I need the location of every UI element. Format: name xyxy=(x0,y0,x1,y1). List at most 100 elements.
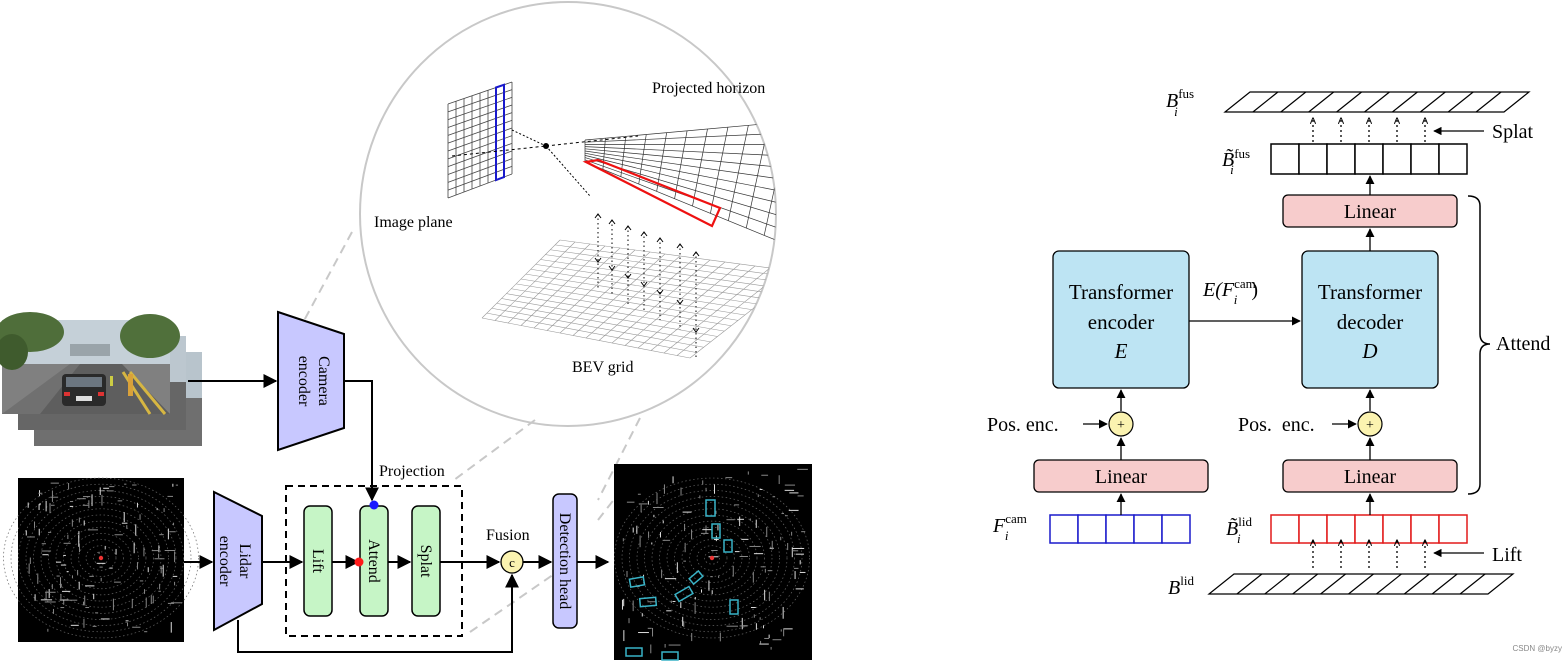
bev-grid-line xyxy=(506,293,725,332)
watermark: CSDN @byzy xyxy=(1513,644,1562,653)
ego-vehicle-dot xyxy=(98,555,104,561)
b-tilde-fus-token xyxy=(1438,143,1468,175)
projection-arrow-up xyxy=(608,219,616,225)
attend-query-dot xyxy=(369,500,379,510)
b-tilde-fus-token xyxy=(1270,143,1300,175)
attend-brace-label: Attend xyxy=(1496,333,1550,355)
b-tilde-fus-token xyxy=(1410,143,1440,175)
encoder-line2: encoder xyxy=(1088,310,1154,334)
bev-grid-line xyxy=(491,307,704,348)
image-plane-line xyxy=(447,89,513,113)
plus-left-symbol: + xyxy=(1117,418,1125,433)
image-plane-line xyxy=(447,104,513,128)
ray xyxy=(545,145,591,197)
inset-connector-left xyxy=(299,231,353,329)
hatch-line xyxy=(1236,573,1263,595)
bev-grid-line xyxy=(481,317,691,359)
b-tilde-lid-token xyxy=(1438,514,1468,544)
bev-grid-line xyxy=(486,312,697,353)
detection-box xyxy=(711,523,721,539)
projection-arrow-down xyxy=(640,281,648,287)
f-cam-token xyxy=(1161,514,1191,544)
inset-connector-mid xyxy=(453,419,536,481)
projection-inset: Projected horizon Image plane BEV grid xyxy=(299,1,830,633)
bev-grid-line xyxy=(598,257,696,341)
lidar-ring xyxy=(25,496,177,620)
lidar-ring xyxy=(629,490,795,627)
f-cam-token xyxy=(1105,514,1135,544)
hatch-line xyxy=(1376,573,1402,595)
b-lid-grid xyxy=(1207,573,1515,595)
attend-brace xyxy=(1467,195,1491,495)
horizon-grid-line xyxy=(800,118,830,250)
hatch-line xyxy=(1264,573,1291,595)
detection-box xyxy=(625,647,643,657)
detection-box xyxy=(723,539,733,553)
lidar-encoder: Lidar encoder xyxy=(213,490,263,632)
horizon-grid-line xyxy=(584,148,776,172)
image-plane-highlight xyxy=(495,83,505,182)
b-tilde-lid-token xyxy=(1354,514,1384,544)
projection-arrow-up xyxy=(676,243,684,249)
horizon-grid-line xyxy=(584,161,776,251)
camera-encoder-line2: encoder xyxy=(295,356,312,407)
b-tilde-fus-tokens xyxy=(1270,143,1468,175)
projection-arrow-up xyxy=(624,225,632,231)
lidar-ring xyxy=(55,520,147,596)
lidar-ring xyxy=(3,477,199,639)
pos-enc-right-label: Pos. enc. xyxy=(1238,414,1315,436)
horizon-grid-line xyxy=(584,152,776,198)
hatch-line xyxy=(1459,573,1486,595)
bev-grid-line xyxy=(624,261,726,346)
f-cam-token xyxy=(1077,514,1107,544)
horizon-grid-line xyxy=(782,120,810,243)
lidar-ring xyxy=(10,483,192,633)
lidar-ring xyxy=(614,477,810,639)
fusion-label: Fusion xyxy=(486,527,530,544)
lidar-ring xyxy=(18,490,184,627)
lidar-encoder-line2: encoder xyxy=(216,536,233,587)
image-plane-line xyxy=(447,112,513,136)
lidar-ring xyxy=(696,545,728,571)
detection-box xyxy=(729,599,739,615)
bev-grid-line xyxy=(611,259,711,344)
image-plane-line xyxy=(447,142,513,168)
lidar-ring xyxy=(63,526,139,590)
image-plane-line xyxy=(447,96,513,121)
b-tilde-lid-token xyxy=(1326,514,1356,544)
right-diagram-arrows xyxy=(1083,175,1375,515)
b-tilde-fus-token xyxy=(1298,143,1328,175)
detection-box xyxy=(661,651,679,661)
splat-module-label: Splat xyxy=(417,545,434,578)
detection-box xyxy=(628,575,646,589)
hatch-line xyxy=(1348,573,1374,595)
b-tilde-fus-token xyxy=(1326,143,1356,175)
bev-grid-line xyxy=(496,303,711,343)
hatch-line xyxy=(1403,573,1430,595)
image-plane-line xyxy=(447,127,513,152)
lidar-ring xyxy=(33,502,169,614)
horizon-grid-line xyxy=(584,150,776,185)
detection-box xyxy=(705,499,716,517)
lift-arrows xyxy=(1313,540,1425,568)
lidar-ring xyxy=(704,551,720,565)
lidar-ring xyxy=(651,508,773,608)
projection-label: Projection xyxy=(379,463,445,480)
hatch-line xyxy=(1447,91,1474,113)
plus-node-right xyxy=(1357,411,1383,437)
b-lid-label: Blid xyxy=(1168,573,1194,599)
encoder-line1: Transformer xyxy=(1069,280,1173,304)
projection-arrow-up xyxy=(594,213,602,219)
bev-grid-line xyxy=(516,283,739,321)
encoder-symbol: E xyxy=(1114,339,1128,363)
detection-box xyxy=(674,585,694,603)
plus-right-symbol: + xyxy=(1366,418,1374,433)
camera-image-front xyxy=(0,312,180,415)
projection-block: Projection Lift Attend Splat xyxy=(285,463,463,637)
f-cam-token xyxy=(1133,514,1163,544)
projection-arrow-up xyxy=(640,231,648,237)
